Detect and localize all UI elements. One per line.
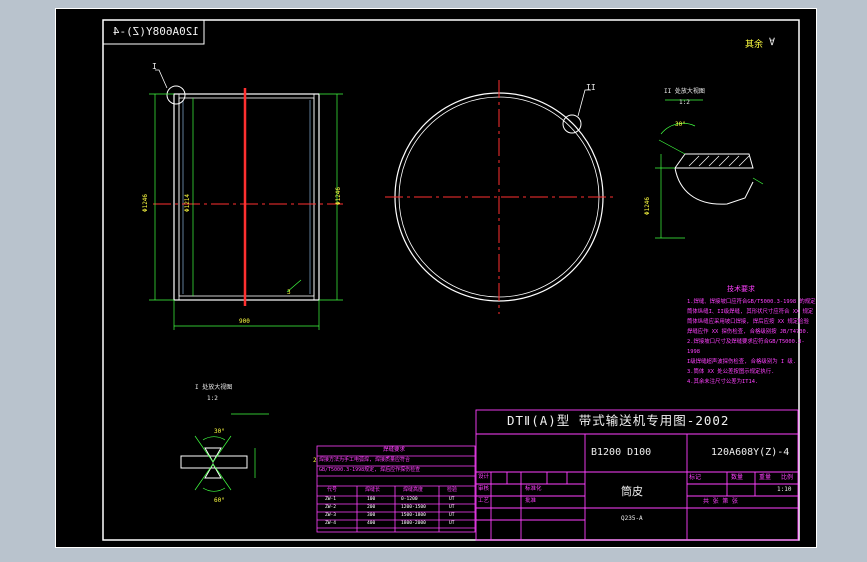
drawing-number: 120A608Y(Z)-4 (711, 447, 790, 458)
weld-table-title: 焊缝要求 (383, 447, 406, 453)
mirrored-drawing-stamp: 120A608Y(Z)-4 (112, 25, 199, 38)
dim-groove: 3 (287, 289, 291, 296)
tech-note-line: 3.筒体 XX 处公差按图示规定执行. (687, 369, 775, 375)
dim-angle-detail: 30° (675, 121, 686, 128)
table-cell: 200 (367, 505, 376, 510)
roughness-note: 其余 (745, 40, 764, 50)
side-center-lines (385, 80, 615, 314)
table-row: ZW-1 100 0-1200 UT (317, 497, 475, 506)
table-cell: 1500-1800 (401, 513, 426, 518)
detail-i-view (180, 447, 248, 479)
series-title: DTⅡ(A)型 带式输送机专用图-2002 (507, 413, 730, 428)
title-block-grid (475, 409, 799, 541)
dim-right-dia: Φ1246 (335, 186, 343, 206)
table-row: ZW-2 200 1200-1500 UT (317, 505, 475, 514)
detail-ii-dims (655, 99, 764, 239)
detail-circle-i (166, 85, 186, 105)
standard-label: 标准化 (525, 486, 542, 492)
dim-length: 900 (239, 318, 250, 325)
tech-note-line: 2.焊接坡口尺寸及焊缝要求应符合GB/T5000.3-1998 (687, 339, 805, 355)
weld-col-header: 代号 (327, 487, 338, 493)
check-label: 审核 (478, 486, 490, 492)
part-name: 筒皮 (621, 485, 643, 498)
shell-front-view (173, 93, 320, 301)
dim-outer-dia: Φ1246 (142, 193, 150, 213)
detail-ii-hatch (688, 155, 750, 167)
table-cell: UT (449, 513, 455, 518)
sheet-inner-border (102, 19, 800, 541)
weld-col-header: 焊缝高度 (403, 487, 424, 493)
weld-table-note-2: GB/T5000.3-1998规定, 焊后应作探伤检查 (319, 467, 421, 473)
table-cell: UT (449, 505, 455, 510)
table-row: ZW-4 400 1800-2000 UT (317, 521, 475, 530)
tech-note-line: 筒体纵缝I、II级焊缝, 其形状尺寸应符合 XX 规定 (687, 309, 814, 315)
table-cell: 1200-1500 (401, 505, 426, 510)
weld-table-note-1: 焊接方法为手工电弧焊, 焊接质量应符合 (319, 457, 411, 463)
tech-notes-heading: 技术要求 (727, 285, 755, 293)
table-cell: 100 (367, 497, 376, 502)
table-cell: ZW-3 (325, 513, 337, 518)
weld-col-header: 检验 (447, 487, 458, 493)
dim-detail-dia: Φ1246 (644, 196, 652, 216)
table-cell: 300 (367, 513, 376, 518)
tech-note-line: 4.其余未注尺寸公差为IT14. (687, 379, 759, 385)
count-label: 数量 (731, 474, 744, 481)
front-dimensions (149, 93, 343, 330)
table-cell: UT (449, 497, 455, 502)
dim-angle-bottom: 60° (214, 497, 225, 504)
table-cell: 0-1200 (401, 497, 418, 502)
dim-angle-top: 30° (214, 428, 225, 435)
tech-note-line: 1.焊缝、焊接坡口应符合GB/T5000.3-1998 的规定 (687, 299, 816, 305)
detail-i-dims (194, 413, 269, 492)
table-cell: 400 (367, 521, 376, 526)
material: Q235-A (621, 515, 643, 522)
dim-gap: 2 (313, 457, 317, 464)
roughness-symbol-icon: ∀ (769, 37, 776, 48)
table-row: ZW-3 300 1500-1800 UT (317, 513, 475, 522)
process-label: 工艺 (478, 498, 490, 504)
detail-leader-i (155, 69, 168, 89)
detail-i-title: I 处放大视图 (195, 384, 233, 391)
weld-col-header: 焊缝长 (365, 487, 381, 493)
detail-label-ii: II (586, 83, 596, 92)
detail-label-i: I (152, 62, 157, 71)
detail-i-scale: 1:2 (207, 395, 218, 402)
scale-value: 1:10 (777, 486, 792, 493)
table-cell: ZW-1 (325, 497, 337, 502)
detail-leader-ii (577, 89, 591, 117)
tech-note-line: 焊缝应作 XX 探伤检查, 合格级别按 JB/T4730. (687, 329, 810, 335)
table-cell: 1800-2000 (401, 521, 426, 526)
approve-label: 批准 (525, 498, 537, 504)
dim-inner-dia: Φ1214 (184, 193, 192, 213)
design-label: 设计 (478, 474, 490, 480)
tech-note-line: I级焊缝超声波探伤检查, 合格级别为 I 级. (687, 359, 796, 365)
detail-ii-view (674, 153, 754, 205)
shell-hidden-lines (182, 100, 311, 294)
weight-label: 重量 (759, 474, 772, 481)
stamp-box (102, 19, 205, 45)
spec-left: B1200 D100 (591, 447, 652, 458)
table-cell: ZW-4 (325, 521, 337, 526)
detail-ii-scale: 1:2 (679, 99, 690, 106)
sheet-label: 共 张 第 张 (703, 498, 738, 505)
scale-label: 比例 (781, 474, 794, 481)
table-cell: UT (449, 521, 455, 526)
cad-drawing (55, 8, 817, 548)
cad-viewport[interactable]: 120A608Y(Z)-4 其余 ∀ I II 900 Φ1246 Φ1214 … (55, 8, 817, 548)
tech-note-line: 筒体纵缝应采用坡口焊接, 焊后应按 XX 规定检验 (687, 319, 809, 325)
weld-table-grid (316, 445, 476, 533)
tech-notes: 1.焊缝、焊接坡口应符合GB/T5000.3-1998 的规定 筒体纵缝I、II… (687, 297, 817, 387)
table-cell: ZW-2 (325, 505, 337, 510)
detail-circle-ii (562, 114, 582, 134)
detail-ii-title: II 处放大视图 (664, 88, 705, 95)
sheet-outer-border (55, 8, 817, 548)
mark-label: 标记 (689, 474, 702, 481)
